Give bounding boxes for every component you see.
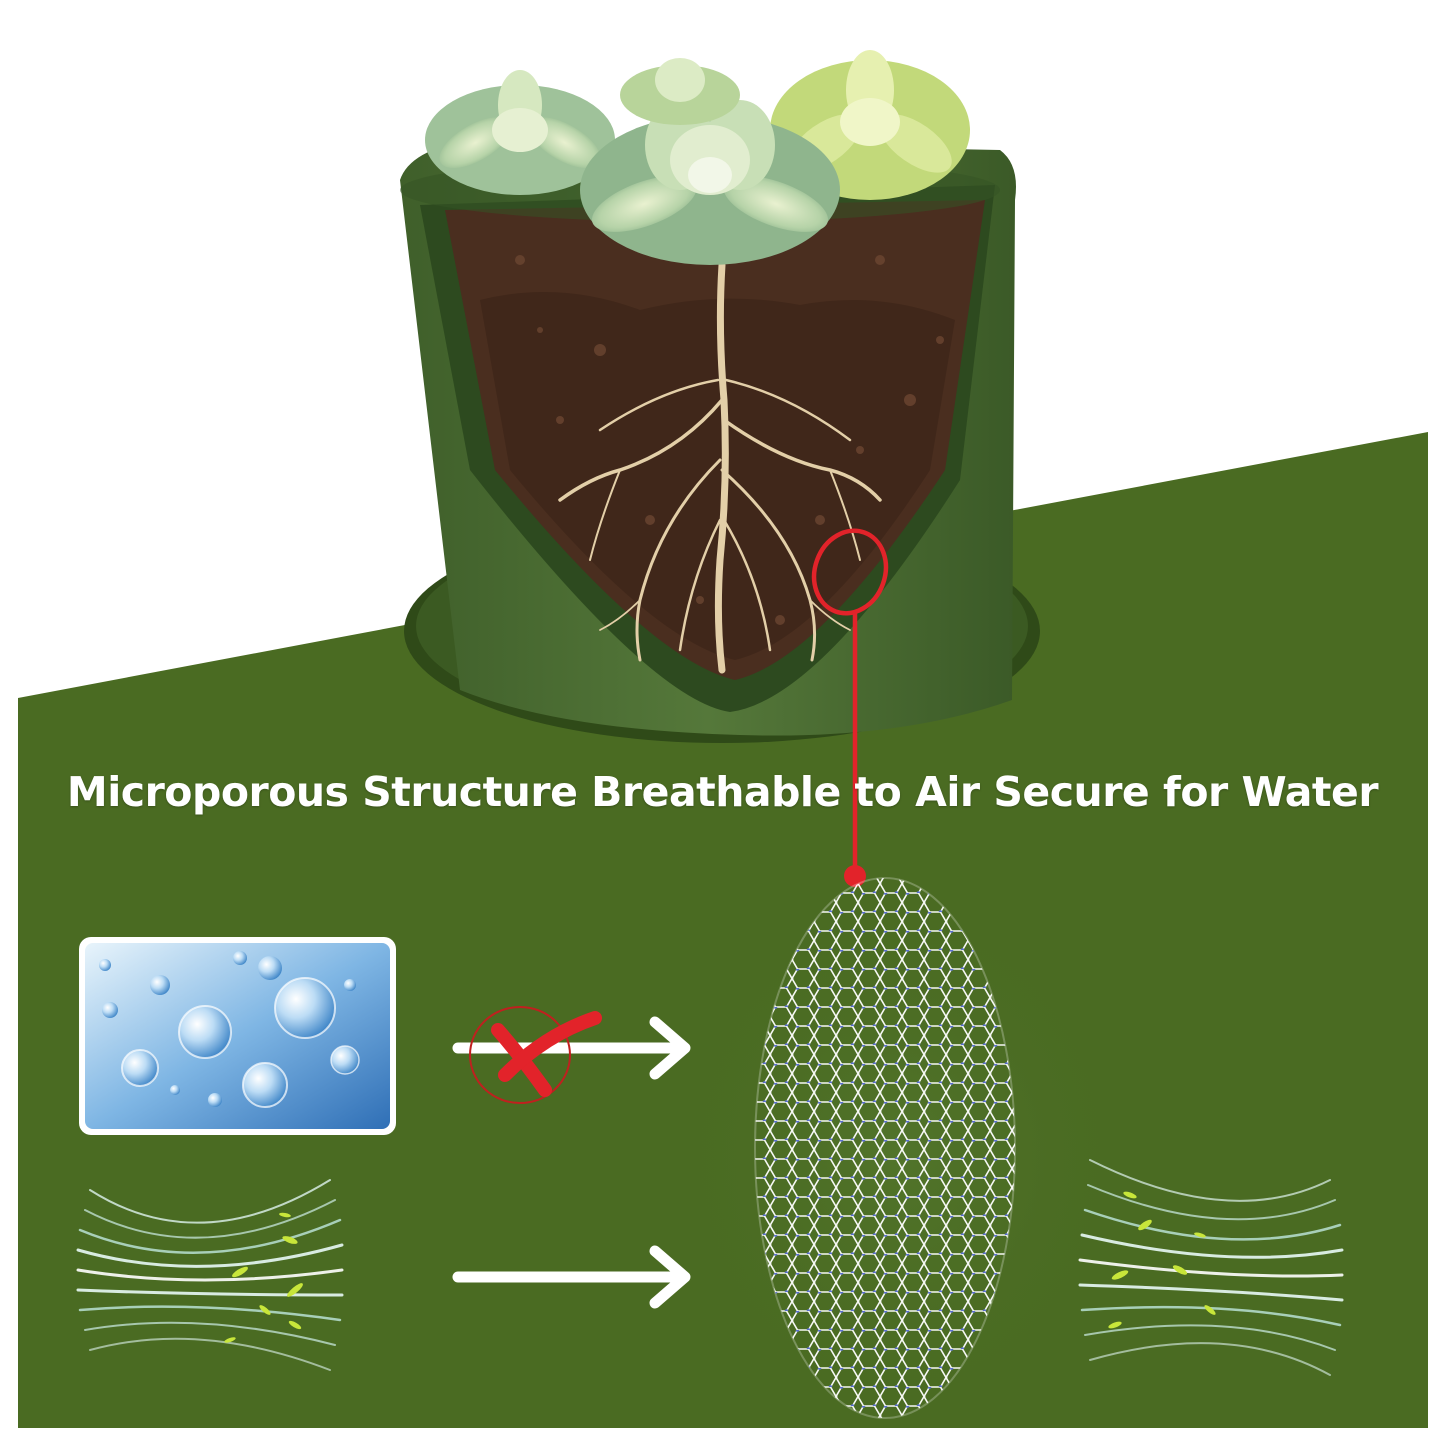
- leaf-particles-left: [224, 1212, 303, 1343]
- succulent-plants: [425, 50, 970, 265]
- headline: Microporous Structure Breathable to Air …: [66, 768, 1379, 816]
- air-arrow: [452, 1245, 691, 1309]
- red-x-blocked-icon: [469, 1006, 602, 1104]
- water-droplets-image: [79, 937, 396, 1135]
- leaf-particles-right: [1108, 1191, 1216, 1329]
- airflow-lines-icon-right: [1078, 1159, 1344, 1376]
- hexagonal-mesh-image: [755, 878, 1015, 1418]
- airflow-lines-icon-left: [76, 1179, 344, 1371]
- callout-circle: [811, 528, 889, 616]
